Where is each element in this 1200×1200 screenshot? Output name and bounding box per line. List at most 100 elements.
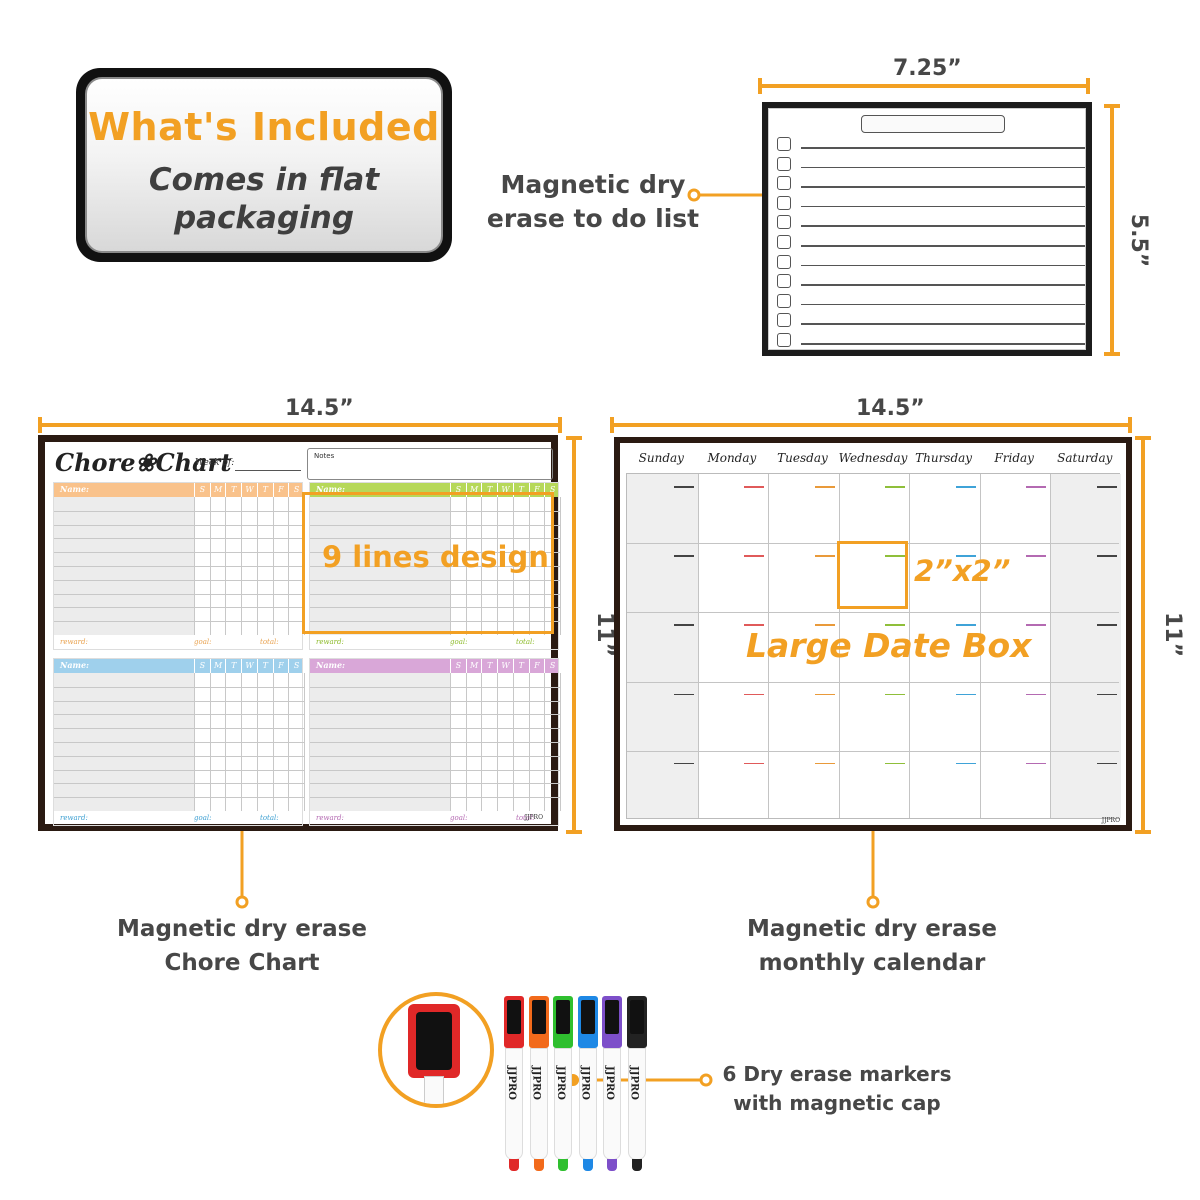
calendar-date-tick xyxy=(1026,486,1047,488)
chore-row-line xyxy=(310,621,450,623)
chore-footer-total: total: xyxy=(516,638,535,646)
chore-day-letter: T xyxy=(225,483,241,497)
chore-row-line xyxy=(310,742,450,743)
chore-row-line xyxy=(310,552,450,554)
chore-row-line xyxy=(54,714,194,716)
chore-grid-vline xyxy=(481,673,483,811)
chore-grid-hline xyxy=(450,755,560,757)
todo-checkbox xyxy=(777,333,791,347)
chore-day-letter: S xyxy=(450,483,466,497)
chore-grid-hline xyxy=(450,510,560,512)
chore-footer-total: total: xyxy=(260,814,279,822)
calendar-column-line xyxy=(697,474,699,818)
chore-grid-hline xyxy=(450,607,560,609)
calendar-date-tick xyxy=(1097,555,1117,557)
calendar-date-tick xyxy=(885,693,906,696)
chore-check-grid xyxy=(450,673,561,811)
calendar-callout: Magnetic dry erase monthly calendar xyxy=(747,916,997,976)
calendar-grid xyxy=(626,473,1121,819)
calendar-date-tick xyxy=(955,693,976,696)
marker-barrel xyxy=(529,1048,548,1160)
calendar-date-tick xyxy=(885,486,906,488)
chore-notes-label: Notes xyxy=(314,452,335,460)
chore-grid-hline xyxy=(450,524,560,526)
chore-grid-vline xyxy=(497,497,499,635)
chore-day-letter: S xyxy=(544,659,560,673)
chore-brand: JJPRO xyxy=(524,814,543,821)
chore-grid-hline xyxy=(450,700,560,702)
marker-tip xyxy=(582,1159,593,1171)
nine-lines-highlight-box xyxy=(302,492,554,634)
chore-footer-goal: goal: xyxy=(194,814,212,822)
chore-grid-vline xyxy=(544,497,546,635)
whats-included-card: What's Included Comes in flat packaging xyxy=(76,68,452,262)
chore-day-letter: T xyxy=(512,659,529,673)
chore-day-letter: T xyxy=(512,483,529,497)
calendar-day-sunday: Sunday xyxy=(638,451,684,465)
calendar-date-tick xyxy=(814,624,835,626)
calendar-column-line xyxy=(768,474,770,818)
calendar-brand: JJPRO xyxy=(1101,817,1120,824)
chore-grid-vline xyxy=(225,673,227,811)
chore-row-line xyxy=(310,593,450,595)
whats-included-card-inner: What's Included Comes in flat packaging xyxy=(85,77,443,253)
chore-check-grid xyxy=(194,673,305,811)
chore-grid-hline xyxy=(194,566,304,567)
chore-grid-vline xyxy=(241,497,243,635)
todo-list-surface xyxy=(768,108,1086,350)
marker-cap xyxy=(602,996,622,1048)
chore-grid-vline xyxy=(194,673,195,811)
chore-day-letter: F xyxy=(272,659,289,673)
chore-week-of-line xyxy=(235,470,301,471)
todo-checkbox xyxy=(777,215,791,230)
chore-day-letter: T xyxy=(225,659,241,673)
chore-name-label: Name: xyxy=(60,660,90,670)
markers-callout: 6 Dry erase markers with magnetic cap xyxy=(722,1062,952,1115)
calendar-row-line xyxy=(627,681,1119,683)
todo-title-tab xyxy=(861,115,1005,133)
chore-row-line xyxy=(54,552,194,554)
chore-check-grid xyxy=(194,497,305,635)
calendar-date-tick xyxy=(955,555,976,557)
chore-grid-vline xyxy=(272,673,274,811)
chore-grid-hline xyxy=(450,566,560,567)
chore-grid-vline xyxy=(225,497,227,635)
calendar-date-tick xyxy=(1026,555,1047,557)
todo-callout: Magnetic dry erase to do list xyxy=(486,170,700,233)
chore-grid-hline xyxy=(450,593,560,595)
todo-line xyxy=(801,303,1085,306)
todo-width-label: 7.25” xyxy=(893,56,962,81)
marker-brand: JJPRO xyxy=(506,1066,517,1101)
chore-day-letter: T xyxy=(256,659,273,673)
dry-erase-marker: JJPRO xyxy=(626,996,647,1176)
chore-row-line xyxy=(310,728,450,730)
marker-tip xyxy=(607,1159,617,1171)
chore-row-line xyxy=(310,783,450,785)
calendar-row-line xyxy=(627,612,1119,614)
chore-grid-hline xyxy=(450,538,560,540)
closeup-magnet xyxy=(416,1012,452,1070)
chore-grid-hline xyxy=(450,552,560,554)
calendar-date-tick xyxy=(673,762,694,765)
marker-magnet xyxy=(507,1000,521,1034)
marker-tip xyxy=(533,1159,544,1171)
large-date-box-label: Large Date Box xyxy=(746,626,1032,665)
chore-grid-vline xyxy=(450,673,451,811)
chore-quadrant-footer: reward:goal:total: xyxy=(54,635,302,649)
chore-footer-reward: reward: xyxy=(316,638,344,646)
todo-checkbox xyxy=(777,176,791,191)
marker-barrel xyxy=(505,1048,523,1160)
chore-row-line xyxy=(54,769,194,771)
chore-day-letter: F xyxy=(528,659,545,673)
todo-height-label: 5.5” xyxy=(1126,213,1152,268)
chore-grid-hline xyxy=(194,593,304,595)
chore-quadrant-body xyxy=(54,673,305,811)
